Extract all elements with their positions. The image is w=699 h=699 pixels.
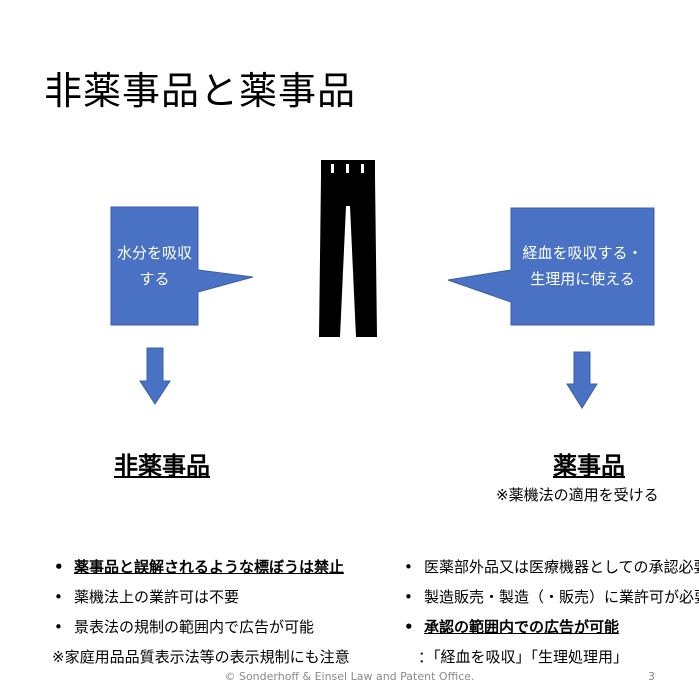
left-down-arrow [139, 347, 171, 405]
left-bullet-list: 薬事品と誤解されるような標ぼうは禁止 薬機法上の業許可は不要 景表法の規制の範囲… [52, 552, 350, 672]
left-bullet-1: 薬事品と誤解されるような標ぼうは禁止 [52, 552, 350, 582]
left-callout-text: 水分を吸収 する [111, 240, 198, 292]
left-heading: 非薬事品 [114, 452, 210, 480]
right-bullet-list: 医薬部外品又は医療機器としての承認必要 製造販売・製造（・販売）に業許可が必要 … [402, 552, 699, 672]
right-bullet-1: 医薬部外品又は医療機器としての承認必要 [402, 552, 699, 582]
left-bullet-2: 薬機法上の業許可は不要 [52, 582, 350, 612]
right-callout-line-1: 経血を吸収する・ [522, 244, 643, 262]
right-callout-shape [447, 207, 655, 326]
left-bullet-3: 景表法の規制の範囲内で広告が可能 [52, 612, 350, 642]
footer-copyright: © Sonderhoff & Einsel Law and Patent Off… [224, 670, 475, 683]
right-continuation: ：「経血を吸収」「生理処理用」 [418, 648, 629, 666]
page-number: 3 [648, 670, 655, 683]
right-callout-line-2: 生理用に使える [530, 270, 635, 288]
left-callout-line-2: する [139, 270, 170, 288]
right-bullet-2: 製造販売・製造（・販売）に業許可が必要 [402, 582, 699, 612]
right-down-arrow [566, 351, 598, 409]
page-title: 非薬事品と薬事品 [44, 69, 357, 113]
right-callout-text: 経血を吸収する・ 生理用に使える [511, 240, 654, 292]
right-heading: 薬事品 [553, 452, 625, 480]
right-bullet-3: 承認の範囲内での広告が可能 [402, 612, 699, 642]
pants-icon [319, 160, 377, 337]
right-subnote: ※薬機法の適用を受ける [496, 486, 659, 504]
left-callout-line-1: 水分を吸収 [116, 244, 192, 262]
left-callout-shape [110, 206, 254, 326]
left-footnote: ※家庭用品品質表示法等の表示規制にも注意 [52, 648, 350, 666]
